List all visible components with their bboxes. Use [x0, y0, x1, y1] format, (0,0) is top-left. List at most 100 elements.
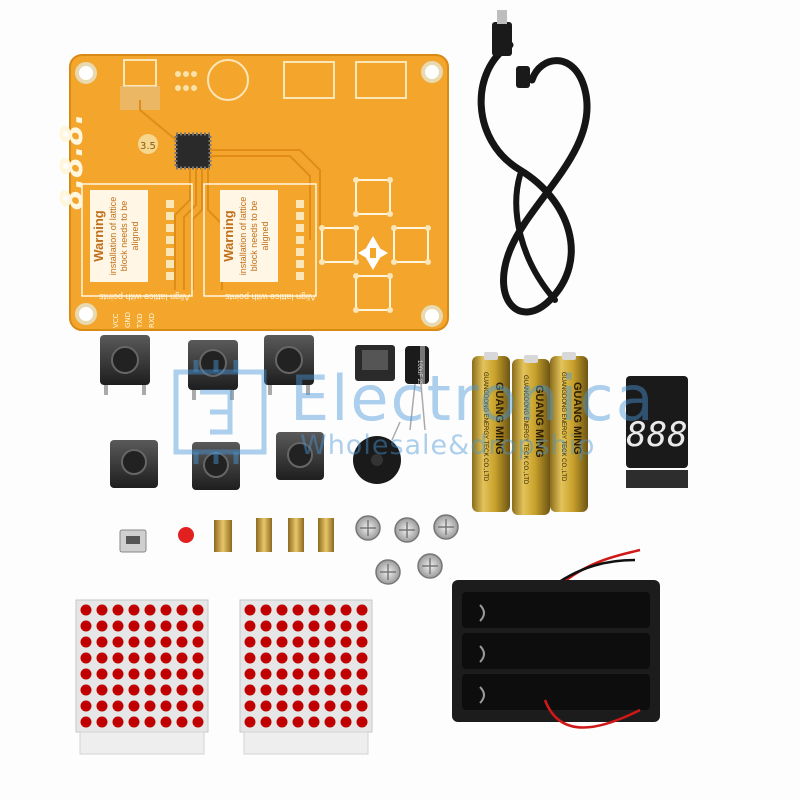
- led-dot: [276, 620, 288, 632]
- svg-text:Warning: Warning: [91, 210, 106, 262]
- led-dot: [160, 716, 172, 728]
- led-dot: [324, 668, 336, 680]
- led-dot: [244, 652, 256, 664]
- led-dot: [356, 604, 368, 616]
- led-dot: [292, 620, 304, 632]
- led-dot: [276, 716, 288, 728]
- led-dot: [244, 604, 256, 616]
- brass-standoff: [256, 518, 272, 552]
- warning-label-left: Warning installation of lattice block ne…: [90, 190, 148, 282]
- watermark-logo: [173, 360, 267, 464]
- battery-holder: [452, 548, 660, 729]
- led-dot: [96, 668, 108, 680]
- led-dot: [128, 668, 140, 680]
- led-dot: [260, 636, 272, 648]
- led-dot: [128, 684, 140, 696]
- led-dot: [260, 700, 272, 712]
- led-dot: [176, 620, 188, 632]
- svg-text:100uF 25V: 100uF 25V: [416, 360, 422, 389]
- led-dot: [324, 716, 336, 728]
- led-dot: [160, 668, 172, 680]
- led-dot: [144, 620, 156, 632]
- led-dot: [324, 684, 336, 696]
- tactile-buttons: [100, 335, 324, 490]
- led-dot: [128, 716, 140, 728]
- mcu-chip: [174, 132, 212, 170]
- led-dot: [96, 636, 108, 648]
- led-dot: [260, 604, 272, 616]
- led-dot: [292, 668, 304, 680]
- led-dot: [340, 620, 352, 632]
- led-dot: [244, 700, 256, 712]
- led-dot: [96, 620, 108, 632]
- led-dot: [80, 700, 92, 712]
- led-dot: [292, 652, 304, 664]
- led-dot: [80, 716, 92, 728]
- led-dot: [276, 636, 288, 648]
- svg-text:block needs to be: block needs to be: [249, 201, 259, 272]
- led-dot: [324, 604, 336, 616]
- led-dot: [308, 684, 320, 696]
- led-dot: [192, 652, 204, 664]
- led-dot: [308, 620, 320, 632]
- led-dot: [176, 668, 188, 680]
- brass-standoff: [318, 518, 334, 552]
- led-dot: [340, 604, 352, 616]
- led-dot: [80, 652, 92, 664]
- led-dot: [144, 668, 156, 680]
- led-dot: [112, 668, 124, 680]
- led-dot: [160, 604, 172, 616]
- toggle-switch: [355, 345, 395, 381]
- led-dot: [192, 604, 204, 616]
- led-dot: [244, 620, 256, 632]
- led-dot: [260, 716, 272, 728]
- screw: [375, 559, 401, 585]
- mount-hole: [75, 62, 97, 84]
- svg-text:aligned: aligned: [260, 221, 270, 250]
- led-dot: [192, 684, 204, 696]
- led-dot: [356, 668, 368, 680]
- led-dot: [192, 636, 204, 648]
- led-dot: [324, 636, 336, 648]
- aa-battery: GUANG MING GUANGDONG ENERGY TECK CO.,LTD: [472, 352, 510, 512]
- align-label-right: Align lattice with points: [224, 292, 316, 302]
- seven-segment-display: 888: [626, 376, 688, 488]
- led-dot: [96, 700, 108, 712]
- led-dot: [292, 684, 304, 696]
- screw: [417, 553, 443, 579]
- brass-standoff: [288, 518, 304, 552]
- led-dot: [244, 636, 256, 648]
- led-dot: [128, 636, 140, 648]
- led-dot: [276, 684, 288, 696]
- led-dot: [340, 668, 352, 680]
- led-dot: [144, 604, 156, 616]
- led-dot: [276, 700, 288, 712]
- led-dot: [340, 636, 352, 648]
- led-dot: [80, 684, 92, 696]
- led-dot: [260, 684, 272, 696]
- led-dot: [192, 668, 204, 680]
- tactile-button: [276, 432, 324, 480]
- led-dot: [260, 668, 272, 680]
- segment-silkscreen: 8.8.8.: [55, 113, 90, 210]
- dot-matrix-right: [239, 599, 373, 755]
- led-dot: [160, 700, 172, 712]
- led-dot: [160, 652, 172, 664]
- tactile-button: [110, 440, 158, 488]
- dot-matrix-left: [75, 599, 209, 755]
- led-dot: [112, 636, 124, 648]
- led-dot: [292, 604, 304, 616]
- led-dot: [176, 716, 188, 728]
- led-dot: [192, 700, 204, 712]
- pcb-board: 8.8.8. 3.5 Warning installation of latti…: [55, 54, 449, 331]
- led-dot: [356, 716, 368, 728]
- led-dot: [308, 636, 320, 648]
- led-dot: [112, 684, 124, 696]
- mount-hole: [75, 303, 97, 325]
- led-dot: [160, 684, 172, 696]
- pin-label-txd: TXD: [136, 314, 144, 329]
- tactile-button: [264, 335, 314, 395]
- led-dot: [112, 700, 124, 712]
- led-dot: [324, 700, 336, 712]
